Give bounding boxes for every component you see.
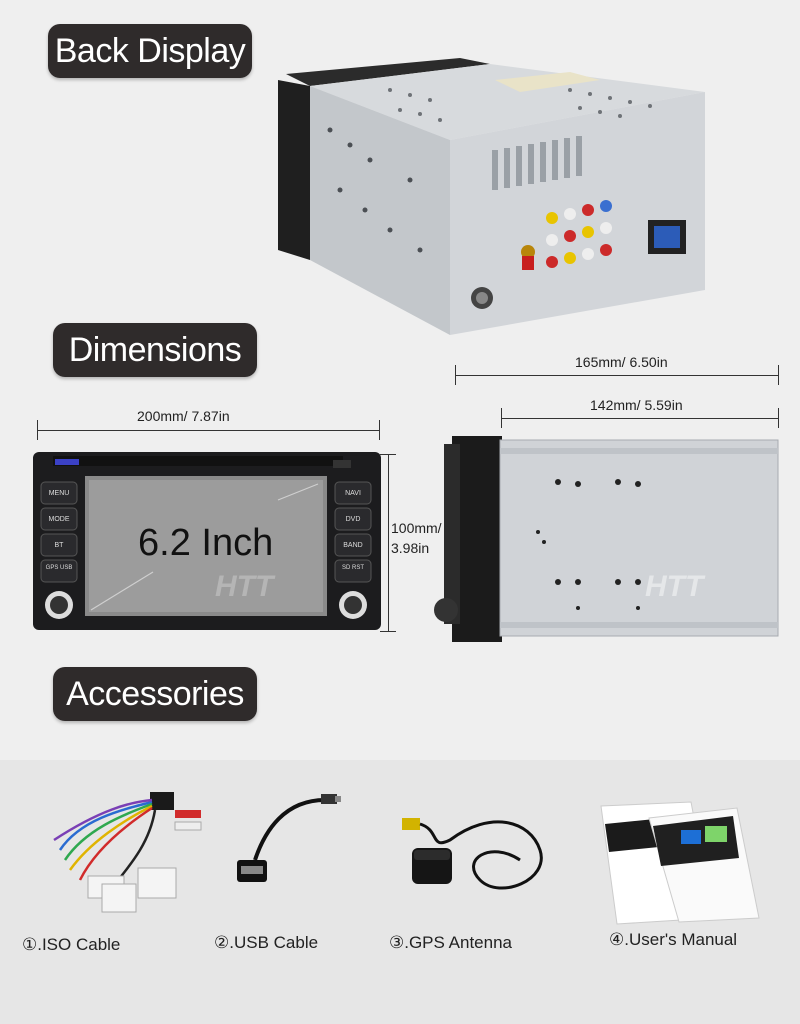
depth-total-line	[455, 375, 779, 376]
iso-cable-image	[53, 792, 202, 913]
user-manual-image	[600, 801, 760, 925]
accessory-label-usb-cable: ②.USB Cable	[214, 933, 319, 952]
depth-body-tick-left	[501, 408, 502, 428]
dimensions-heading: Dimensions	[53, 323, 257, 377]
watermark-side: HTT	[645, 570, 704, 603]
back-display-heading: Back Display	[48, 24, 252, 78]
sd-rst-button-label: SD RST	[341, 565, 364, 571]
height-line	[388, 454, 389, 632]
front-width-tick-left	[37, 420, 38, 440]
depth-body-tick-right	[778, 408, 779, 428]
dvd-button-label: DVD	[345, 516, 361, 523]
height-tick-top	[380, 454, 396, 455]
depth-total-label: 165mm/ 6.50in	[575, 354, 668, 370]
accessories-heading: Accessories	[53, 667, 257, 721]
depth-body-line	[501, 418, 779, 419]
depth-total-tick-left	[455, 365, 456, 385]
watermark-front: HTT	[215, 570, 274, 603]
gps-antenna-image	[402, 818, 543, 890]
height-tick-bottom	[380, 631, 396, 632]
back-chassis-image	[278, 58, 705, 335]
mode-button-label: MODE	[48, 516, 70, 523]
depth-body-label: 142mm/ 5.59in	[590, 397, 683, 413]
accessory-label-iso-cable: ①.ISO Cable	[22, 935, 121, 954]
height-label-in: 3.98in	[391, 540, 430, 556]
menu-button-label: MENU	[48, 490, 70, 497]
usb-cable-image	[237, 794, 341, 882]
front-width-label: 200mm/ 7.87in	[137, 408, 230, 424]
front-unit-image	[33, 452, 381, 630]
navi-button-label: NAVI	[345, 490, 361, 497]
gps-usb-button-label: GPS USB	[45, 565, 73, 571]
front-width-line	[37, 430, 380, 431]
screen-size-label: 6.2 Inch	[138, 522, 274, 564]
bt-button-label: BT	[54, 542, 64, 549]
side-unit-image	[434, 436, 779, 642]
band-button-label: BAND	[343, 542, 363, 549]
depth-total-tick-right	[778, 365, 779, 385]
accessory-label-users-manual: ④.User's Manual	[609, 930, 738, 949]
height-label-mm: 100mm/	[391, 520, 442, 536]
accessory-label-gps-antenna: ③.GPS Antenna	[389, 933, 512, 952]
front-width-tick-right	[379, 420, 380, 440]
